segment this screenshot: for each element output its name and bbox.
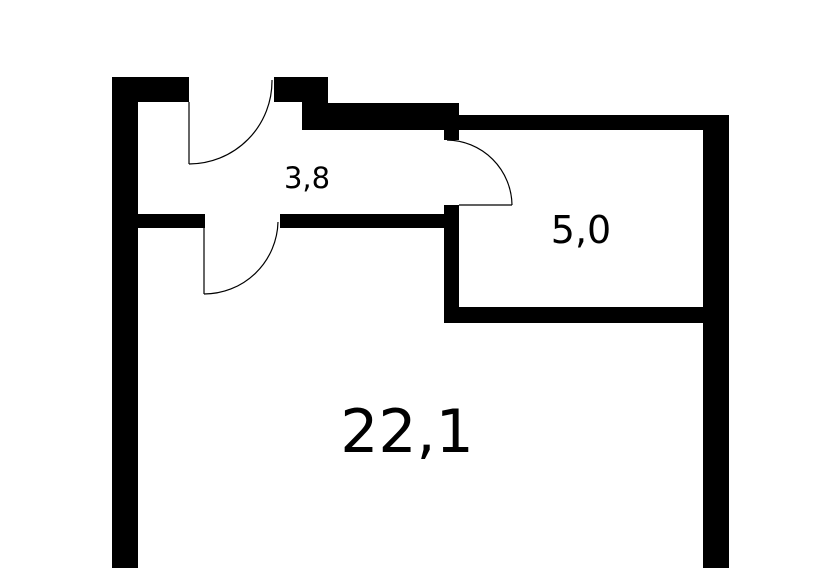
wall-top-right <box>459 115 729 130</box>
wall-bathroom-left <box>444 205 459 323</box>
wall-bathroom-bottom <box>444 307 729 323</box>
bathroom-door-swing <box>446 139 513 206</box>
room-door-swing <box>203 221 279 295</box>
wall-divider-left <box>138 214 205 228</box>
walls <box>112 77 729 568</box>
bathroom-area-label: 5,0 <box>551 208 611 252</box>
wall-left-outer <box>112 77 138 568</box>
wall-column <box>302 77 328 130</box>
entrance-door-swing <box>188 79 273 165</box>
wall-top-pillar <box>274 77 302 102</box>
wall-right-outer <box>703 115 729 568</box>
bathroom-door <box>446 139 513 206</box>
wall-top-left <box>112 77 189 102</box>
wall-divider-right <box>280 214 459 228</box>
main-room-area-label: 22,1 <box>340 397 474 467</box>
hall-area-label: 3,8 <box>284 161 330 195</box>
entrance-door <box>188 79 273 165</box>
doors <box>188 79 513 295</box>
wall-bathroom-door-jamb <box>444 103 459 140</box>
room-door <box>203 221 279 295</box>
wall-top-middle <box>328 103 459 130</box>
